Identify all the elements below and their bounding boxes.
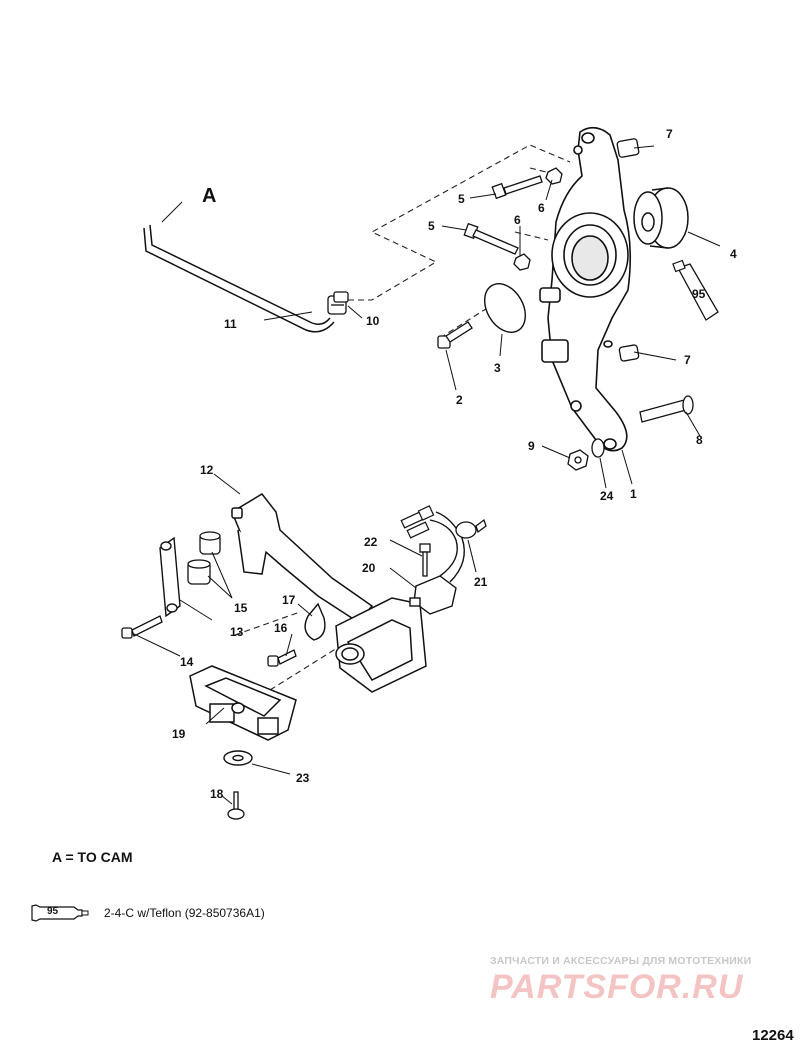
screw-part-18: [227, 791, 245, 820]
callout-4: 4: [730, 247, 737, 261]
callout-5-lower: 5: [428, 219, 435, 233]
callout-23: 23: [296, 771, 310, 785]
washer-part-24: [591, 438, 605, 458]
screw-part-2: [437, 321, 473, 349]
clip-part-17: [304, 602, 326, 641]
washer-part-3: [484, 283, 526, 333]
callout-6-upper: 6: [538, 201, 545, 215]
callout-9: 9: [528, 439, 535, 453]
callout-17: 17: [282, 593, 296, 607]
nut-part-6-lower: [513, 253, 531, 271]
sealant-legend: 95 2-4-C w/Teflon (92-850736A1): [30, 902, 265, 924]
washer-part-23: [223, 750, 253, 766]
callout-2: 2: [456, 393, 463, 407]
bracket-arm-part-12: [231, 493, 374, 623]
sealant-code: 95: [47, 906, 59, 917]
callout-7-upper: 7: [666, 127, 673, 141]
callout-22: 22: [364, 535, 378, 549]
watermark-tagline: ЗАПЧАСТИ И АКСЕССУАРЫ ДЛЯ МОТОТЕХНИКИ: [490, 955, 752, 967]
sleeve-part-15-upper: [199, 531, 221, 555]
sealant-tube-icon: 95: [672, 259, 719, 321]
throttle-lever-part-1: [539, 126, 632, 452]
nut-part-6-upper: [545, 167, 563, 185]
bushing-part-7-lower: [618, 344, 640, 362]
leader-lines: [133, 145, 721, 805]
mounting-bracket-part-20: [335, 597, 427, 693]
clamp-part-21: [455, 518, 487, 539]
watermark-logo: PARTSFOR.RU: [490, 968, 744, 1006]
screw-part-14: [121, 615, 163, 639]
base-part-19: [189, 665, 297, 741]
screw-part-5-lower: [463, 222, 519, 255]
callout-7-lower: 7: [684, 353, 691, 367]
callout-12: 12: [200, 463, 214, 477]
sealant-description: 2-4-C w/Teflon (92-850736A1): [104, 906, 265, 920]
plate-part-13: [159, 536, 181, 618]
callout-10: 10: [366, 314, 380, 328]
rod-retainer-part-10: [327, 291, 349, 315]
callout-3: 3: [494, 361, 501, 375]
callout-21: 21: [474, 575, 488, 589]
roller-part-4: [633, 187, 689, 249]
callout-14: 14: [180, 655, 194, 669]
callout-11: 11: [224, 317, 237, 331]
callout-15: 15: [234, 601, 248, 615]
callout-5-upper: 5: [458, 192, 465, 206]
nut-part-9: [567, 449, 589, 471]
callout-6-lower: 6: [514, 213, 521, 227]
sealant-tube-label: 95: [692, 287, 706, 301]
callout-16: 16: [274, 621, 288, 635]
screw-part-16: [267, 649, 297, 667]
link-rod-part-11: [143, 224, 335, 333]
callout-20: 20: [362, 561, 376, 575]
callout-8: 8: [696, 433, 703, 447]
callout-1: 1: [630, 487, 637, 501]
wire-connectors: [400, 505, 435, 539]
sealant-tube-legend-icon: 95: [30, 904, 92, 922]
reference-note: A = TO CAM: [52, 849, 133, 865]
callout-13: 13: [230, 625, 244, 639]
sleeve-part-15-lower: [187, 559, 211, 585]
pin-part-8: [639, 395, 694, 423]
callout-18: 18: [210, 787, 224, 801]
callout-19: 19: [172, 727, 186, 741]
switch-part-20: [409, 511, 465, 615]
reference-letter-a: A: [202, 185, 216, 207]
diagram-number: 12264: [752, 1027, 794, 1044]
callout-24: 24: [600, 489, 614, 503]
screw-part-5-upper: [491, 175, 543, 200]
bushing-part-7-upper: [616, 138, 640, 158]
screw-part-22: [419, 543, 431, 577]
